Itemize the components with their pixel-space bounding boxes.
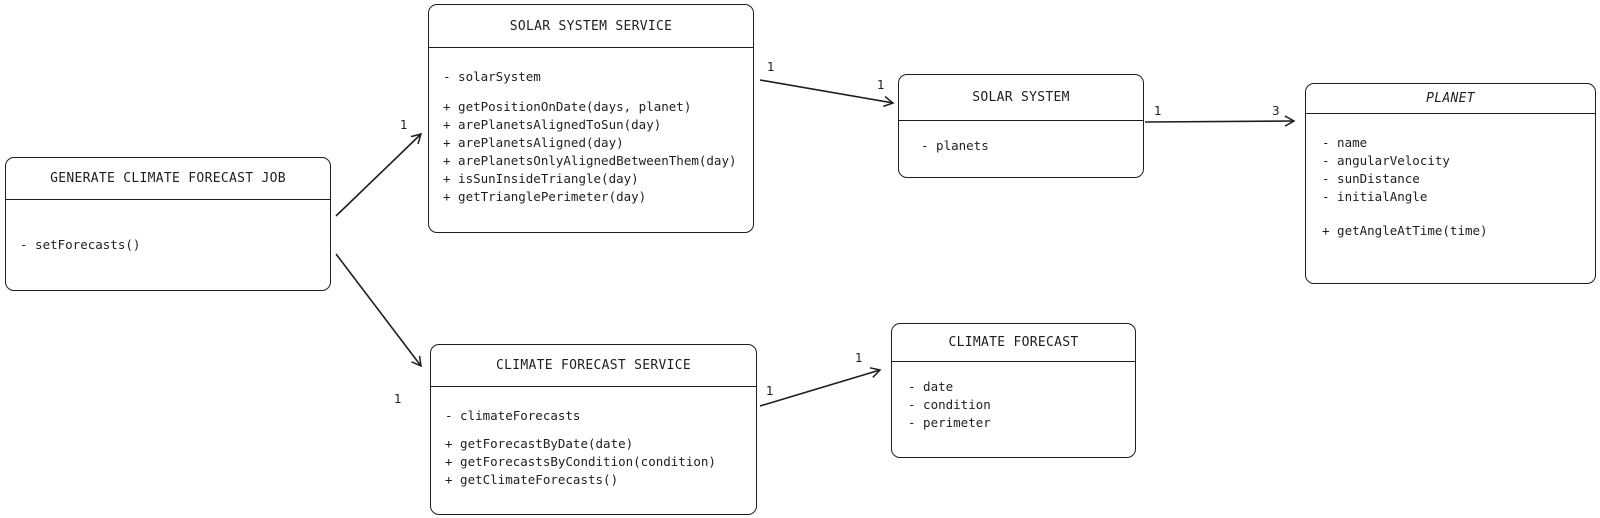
class-title: SOLAR SYSTEM [899, 75, 1143, 121]
class-solar-system-service: SOLAR SYSTEM SERVICE - solarSystem + get… [428, 4, 754, 233]
class-title: CLIMATE FORECAST [892, 324, 1135, 362]
class-planet: PLANET - name - angularVelocity - sunDis… [1305, 83, 1596, 284]
multiplicity-label: 3 [1272, 104, 1280, 118]
class-attribute: - condition [908, 397, 991, 412]
class-method: + isSunInsideTriangle(day) [443, 171, 639, 186]
class-method: + getPositionOnDate(days, planet) [443, 99, 692, 114]
class-climate-forecast-service: CLIMATE FORECAST SERVICE - climateForeca… [430, 344, 757, 515]
class-title: GENERATE CLIMATE FORECAST JOB [6, 158, 330, 200]
edge-solar-system-to-planet [1144, 115, 1296, 127]
edge-solar-service-to-solar-system [759, 79, 895, 108]
class-attribute: - initialAngle [1322, 189, 1428, 204]
multiplicity-label: 1 [767, 60, 775, 74]
class-method: + getForecastByDate(date) [445, 436, 634, 451]
class-attribute: - name [1322, 135, 1368, 150]
class-title: PLANET [1306, 84, 1595, 114]
edge-climate-service-to-climate-forecast [759, 367, 882, 407]
class-method: + arePlanetsAlignedToSun(day) [443, 117, 662, 132]
edge-job-to-solar-service [335, 132, 423, 217]
class-attribute: - planets [921, 138, 989, 153]
multiplicity-label: 1 [877, 78, 885, 92]
multiplicity-label: 1 [855, 351, 863, 365]
class-attribute: - climateForecasts [445, 408, 581, 423]
class-method: + arePlanetsAligned(day) [443, 135, 624, 150]
class-attribute: - date [908, 379, 954, 394]
class-generate-climate-forecast-job: GENERATE CLIMATE FORECAST JOB - setForec… [5, 157, 331, 291]
class-attribute: - solarSystem [443, 69, 541, 84]
class-title: SOLAR SYSTEM SERVICE [429, 5, 753, 48]
class-title: CLIMATE FORECAST SERVICE [431, 345, 756, 387]
multiplicity-label: 1 [400, 118, 408, 132]
multiplicity-label: 1 [394, 392, 402, 406]
edge-job-to-climate-service [335, 253, 422, 368]
multiplicity-label: 1 [1154, 104, 1162, 118]
class-method: + getAngleAtTime(time) [1322, 223, 1488, 238]
multiplicity-label: 1 [766, 384, 774, 398]
class-method: + getTrianglePerimeter(day) [443, 189, 647, 204]
class-attribute: - sunDistance [1322, 171, 1420, 186]
class-method: + getForecastsByCondition(condition) [445, 454, 716, 469]
class-climate-forecast: CLIMATE FORECAST - date - condition - pe… [891, 323, 1136, 458]
class-solar-system: SOLAR SYSTEM - planets [898, 74, 1144, 178]
class-attribute: - angularVelocity [1322, 153, 1450, 168]
class-attribute: - perimeter [908, 415, 991, 430]
class-attribute: - setForecasts() [20, 237, 141, 252]
class-method: + arePlanetsOnlyAlignedBetweenThem(day) [443, 153, 737, 168]
class-method: + getClimateForecasts() [445, 472, 619, 487]
